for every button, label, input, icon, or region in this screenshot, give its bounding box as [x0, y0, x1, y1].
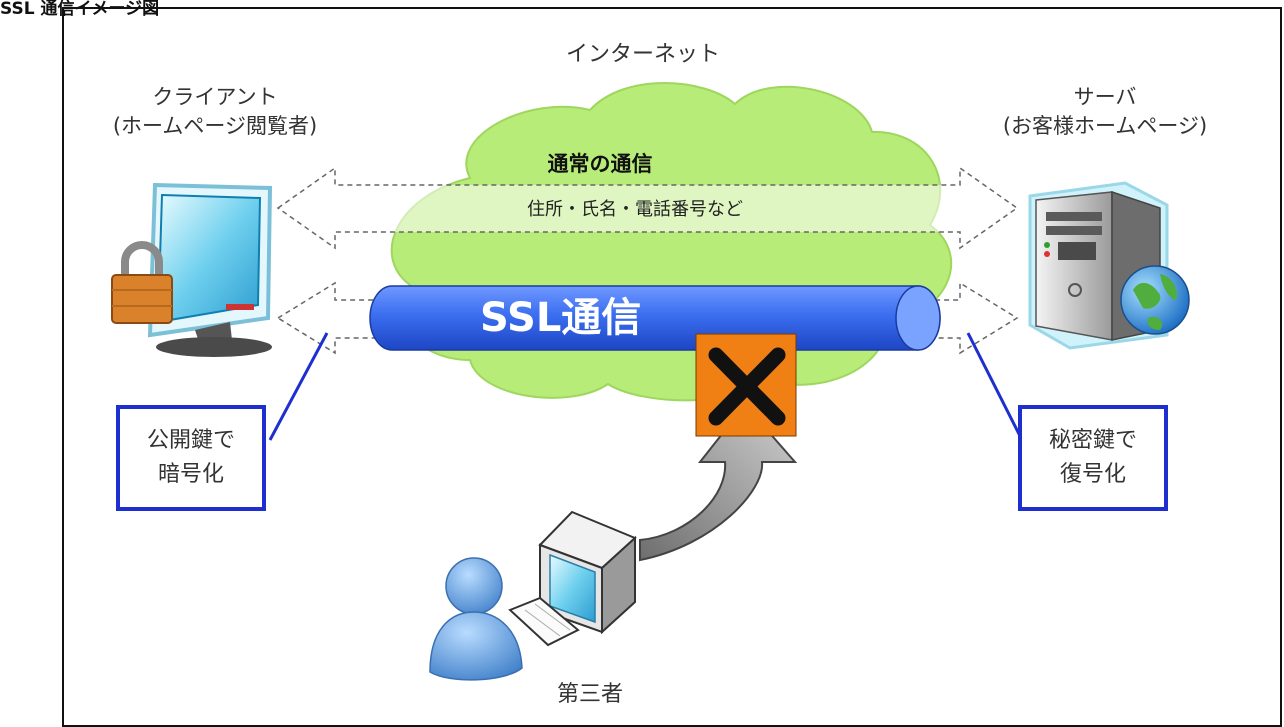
attacker-computer-icon [508, 510, 637, 647]
padlock-icon [111, 241, 173, 324]
top-caption: SSL 通信イメージ図 [0, 0, 160, 19]
ssl-pipe [369, 285, 941, 351]
encrypt-callout-line [268, 332, 329, 441]
decrypt-callout-line [966, 332, 1024, 441]
globe-icon [1120, 265, 1190, 335]
attacker-person-icon [429, 557, 523, 681]
client-label-line2: (ホームページ閲覧者) [112, 114, 318, 138]
internet-label: インターネット [566, 42, 721, 67]
client-monitor-icon [147, 182, 273, 357]
normal-comm-title: 通常の通信 [547, 152, 653, 176]
third-party-label: 第三者 [557, 682, 624, 707]
normal-comm-detail: 住所・氏名・電話番号など [527, 199, 743, 220]
encrypt-callout-box: 公開鍵で 暗号化 [116, 405, 266, 511]
server-label: サーバ (お客様ホームページ) [970, 83, 1240, 141]
normal-comm-arrow [276, 166, 1019, 250]
decrypt-line2: 復号化 [1059, 462, 1126, 487]
internet-cloud [390, 82, 953, 402]
encrypt-line1: 公開鍵で [146, 428, 235, 453]
decrypt-callout-box: 秘密鍵で 復号化 [1018, 405, 1168, 511]
server-label-line1: サーバ [1073, 85, 1137, 109]
ssl-label: SSL通信 [480, 295, 642, 341]
decrypt-line1: 秘密鍵で [1048, 428, 1137, 453]
blocked-x-icon [695, 333, 797, 437]
server-label-line2: (お客様ホームページ) [1002, 114, 1208, 138]
client-label-line1: クライアント [152, 85, 278, 109]
encrypt-line2: 暗号化 [157, 462, 224, 487]
client-label: クライアント (ホームページ閲覧者) [80, 83, 350, 141]
